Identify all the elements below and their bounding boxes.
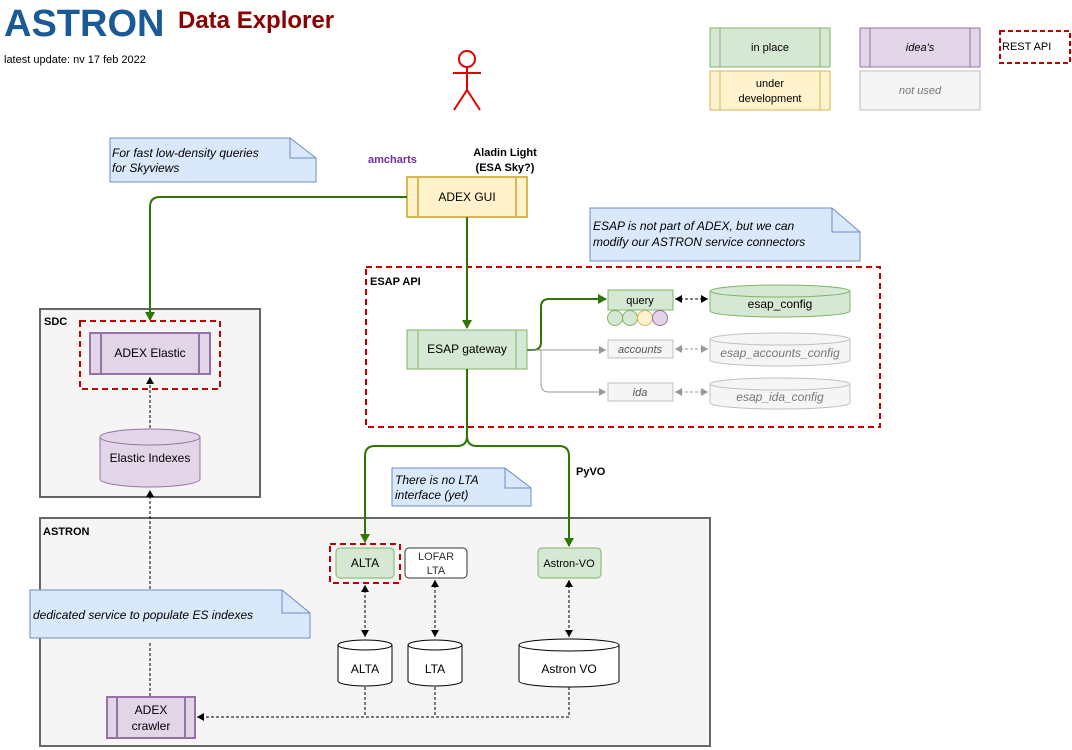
legend-under-development: under development bbox=[709, 70, 831, 111]
arrow-gui-to-elastic bbox=[145, 196, 407, 321]
accounts-box[interactable]: accounts bbox=[607, 339, 674, 359]
alta-db[interactable]: ALTA bbox=[337, 639, 393, 687]
astron-vo-label: Astron-VO bbox=[543, 558, 595, 570]
note-esap-line-1: ESAP is not part of ADEX, but we can bbox=[593, 219, 795, 233]
note-skyviews: For fast low-density queries for Skyview… bbox=[109, 137, 317, 183]
logo-text: ASTRON bbox=[4, 3, 164, 45]
adex-gui-box[interactable]: ADEX GUI bbox=[406, 176, 528, 218]
esap-gateway-box[interactable]: ESAP gateway bbox=[406, 329, 528, 370]
astron-vo-db-label: Astron VO bbox=[541, 662, 596, 676]
note-esap: ESAP is not part of ADEX, but we can mod… bbox=[589, 207, 861, 262]
alta-db-label: ALTA bbox=[351, 662, 379, 676]
alta-label: ALTA bbox=[351, 556, 379, 570]
astron-vo-db[interactable]: Astron VO bbox=[518, 638, 620, 688]
esap-config-db[interactable]: esap_config bbox=[709, 284, 851, 318]
ida-box[interactable]: ida bbox=[607, 382, 674, 402]
lofar-lta-label-2: LTA bbox=[427, 565, 446, 577]
esap-ida-config-db[interactable]: esap_ida_config bbox=[709, 377, 851, 410]
note-skyviews-line-1: For fast low-density queries bbox=[112, 146, 259, 160]
elastic-indexes-db[interactable]: Elastic Indexes bbox=[99, 428, 201, 488]
arrow-gateway-to-alta bbox=[360, 369, 468, 543]
esap-gateway-label: ESAP gateway bbox=[427, 342, 507, 356]
note-lta-line-2: interface (yet) bbox=[395, 488, 468, 502]
legend-ideas-label: idea's bbox=[906, 42, 935, 54]
alta-box[interactable]: ALTA bbox=[335, 547, 395, 579]
legend-dev-label-1: under bbox=[756, 78, 784, 90]
adex-elastic-box[interactable]: ADEX Elastic bbox=[89, 332, 211, 375]
user-icon bbox=[453, 50, 481, 111]
query-status-dots bbox=[607, 310, 668, 326]
amcharts-label: amcharts bbox=[368, 154, 417, 166]
alta-rest-border bbox=[329, 543, 401, 584]
ida-label: ida bbox=[633, 387, 648, 399]
note-lta: There is no LTA interface (yet) bbox=[391, 467, 532, 507]
esap-api-label: ESAP API bbox=[370, 276, 421, 288]
note-crawler-line-1: dedicated service to populate ES indexes bbox=[33, 608, 253, 622]
esap-ida-config-label: esap_ida_config bbox=[736, 390, 824, 404]
pyvo-label: PyVO bbox=[576, 466, 606, 478]
elastic-indexes-label: Elastic Indexes bbox=[110, 451, 191, 465]
astron-vo-box[interactable]: Astron-VO bbox=[537, 547, 602, 579]
adex-crawler-box[interactable]: ADEX crawler bbox=[106, 696, 196, 739]
legend-in-place: in place bbox=[709, 27, 831, 68]
arrow-dbs-to-crawler bbox=[197, 687, 570, 721]
last-update-text: latest update: nv 17 feb 2022 bbox=[4, 54, 146, 66]
legend-not-used: not used bbox=[859, 70, 981, 111]
arrow-gateway-to-astron-vo bbox=[466, 435, 574, 547]
astron-logo: ASTRON bbox=[4, 3, 164, 45]
note-lta-line-1: There is no LTA bbox=[395, 473, 479, 487]
adex-crawler-label-2: crawler bbox=[132, 719, 171, 733]
note-skyviews-line-2: for Skyviews bbox=[112, 161, 179, 175]
adex-gui-label: ADEX GUI bbox=[438, 190, 495, 204]
aladin-label-2: (ESA Sky?) bbox=[476, 162, 535, 174]
note-esap-line-2: modify our ASTRON service connectors bbox=[593, 235, 805, 249]
legend-dev-label-2: development bbox=[739, 93, 802, 105]
page-title: Data Explorer bbox=[178, 7, 334, 34]
esap-accounts-config-db[interactable]: esap_accounts_config bbox=[709, 332, 851, 367]
note-crawler: dedicated service to populate ES indexes bbox=[29, 589, 311, 639]
legend-ideas: idea's bbox=[859, 27, 981, 68]
aladin-label-1: Aladin Light bbox=[473, 147, 537, 159]
legend-in-place-label: in place bbox=[751, 42, 789, 54]
adex-crawler-label-1: ADEX bbox=[135, 703, 168, 717]
lta-db-label: LTA bbox=[425, 662, 445, 676]
legend-rest-api: REST API bbox=[999, 30, 1071, 64]
lofar-lta-label-1: LOFAR bbox=[418, 551, 454, 563]
adex-elastic-label: ADEX Elastic bbox=[114, 346, 185, 360]
arrow-gateway-to-ida bbox=[540, 350, 606, 396]
esap-api-region: ESAP API bbox=[365, 266, 881, 428]
legend-not-used-label: not used bbox=[899, 85, 942, 97]
adex-elastic-rest-border bbox=[79, 320, 221, 390]
esap-config-label: esap_config bbox=[748, 297, 813, 311]
lta-db[interactable]: LTA bbox=[407, 639, 463, 687]
arrow-gateway-to-query bbox=[527, 294, 607, 351]
accounts-label: accounts bbox=[618, 344, 663, 356]
lofar-lta-box[interactable]: LOFAR LTA bbox=[404, 547, 468, 579]
astron-group-label: ASTRON bbox=[43, 526, 90, 538]
esap-accounts-config-label: esap_accounts_config bbox=[720, 346, 840, 360]
query-box[interactable]: query bbox=[607, 289, 674, 311]
legend-rest-api-label: REST API bbox=[1002, 41, 1051, 53]
sdc-label: SDC bbox=[44, 316, 67, 328]
query-label: query bbox=[626, 295, 654, 307]
